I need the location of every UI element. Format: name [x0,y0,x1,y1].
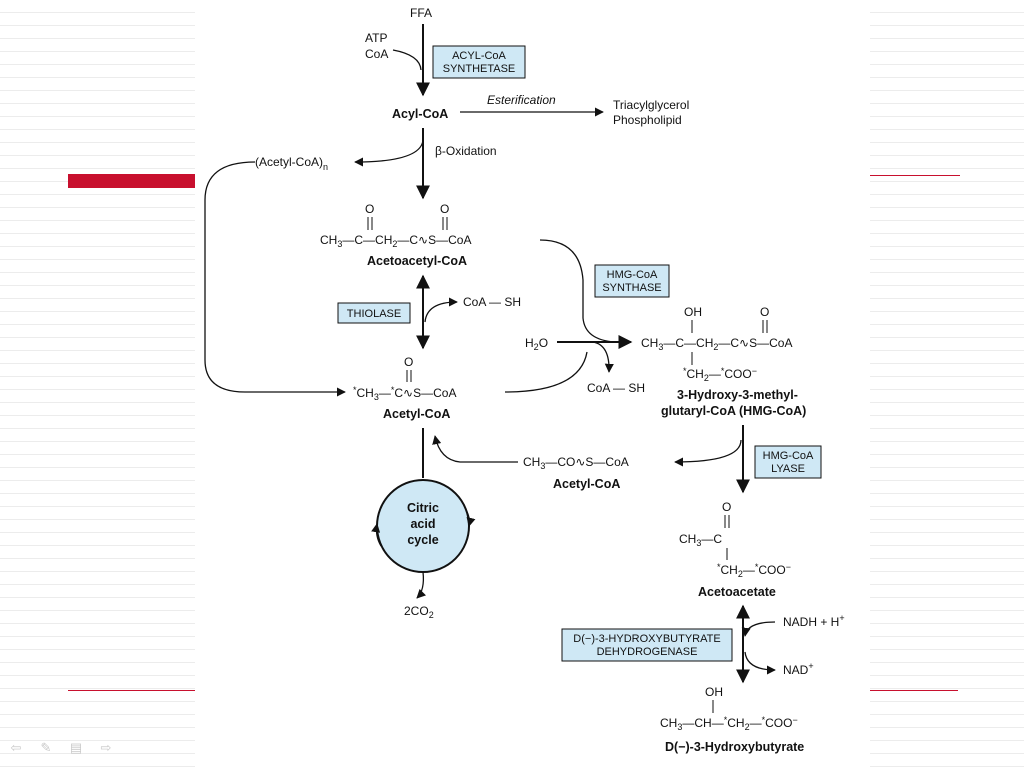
svg-text:O: O [722,500,731,514]
menu-icon[interactable]: ▤ [69,740,83,755]
coa-sh-1-label: CoA — SH [463,295,521,309]
co2-arrow [416,571,427,599]
prev-slide-icon[interactable]: ⇦ [10,740,22,755]
ffa-label: FFA [410,6,432,20]
acetoacetate-label: Acetoacetate [698,585,776,599]
svg-text:OH: OH [705,685,723,699]
ketogenesis-figure: FFA ATP CoA ACYL-CoA SYNTHETASE Acyl-CoA… [195,0,870,768]
acetoacetyl-to-hmg-curve [539,239,616,343]
acetoacetyl-coa-structure: O O CH3—C—CH2—C∿S—CoA [320,202,471,249]
hmg-coa-structure: OH O CH3—C—CH2—C∿S—CoA *CH2—*COO− [641,305,792,383]
enzyme-label: D(−)-3-HYDROXYBUTYRATE [573,633,720,645]
hydroxybutyrate-structure: OH CH3—CH—*CH2—*COO− [660,685,798,732]
svg-text:CH3—C—CH2—C∿S—CoA: CH3—C—CH2—C∿S—CoA [320,233,471,249]
hmg-coa-synthase-box: HMG-CoA SYNTHASE [594,264,670,298]
thiolase-box: THIOLASE [337,302,411,324]
svg-text:cycle: cycle [407,533,438,547]
acetyl-coa-2-structure: CH3—CO∿S—CoA [523,455,629,471]
coa-sh-2-label: CoA — SH [587,381,645,395]
enzyme-label: ACYL-CoA [452,50,506,62]
enzyme-label: THIOLASE [347,308,401,320]
phospholipid-label: Phospholipid [613,113,682,127]
coa-sh-release-arrow [424,297,458,323]
accent-line-right [870,175,960,176]
pathway-diagram: FFA ATP CoA ACYL-CoA SYNTHETASE Acyl-CoA… [204,6,845,754]
atp-coa-join [392,49,422,71]
coa-label: CoA [365,47,388,61]
svg-text:O: O [365,202,374,216]
left-background-stripes [0,0,195,768]
citric-acid-cycle: Citric acid cycle [376,479,470,573]
acetyl-coa-structure: O *CH3—*C∿S—CoA [353,355,456,402]
svg-text:O: O [760,305,769,319]
acyl-coa-synthetase-box: ACYL-CoA SYNTHETASE [432,45,526,79]
hmg-coa-lyase-box: HMG-CoA LYASE [754,445,822,479]
h2o-label: H2O [525,336,548,352]
svg-text:acid: acid [410,517,435,531]
nadh-label: NADH + H+ [783,613,845,629]
enzyme-label: SYNTHETASE [443,63,516,75]
esterification-label: Esterification [487,93,556,107]
return-to-acetyl-coa-arrow [432,435,518,463]
slide-nav: ⇦ ✎ ▤ ⇨ [8,740,114,756]
acetyl-coa-n-loop [204,161,346,397]
svg-text:CH3—CO∿S—CoA: CH3—CO∿S—CoA [523,455,629,471]
acyl-coa-label: Acyl-CoA [392,107,448,121]
acetyl-coa-release-arrow [674,439,742,467]
nad-label: NAD+ [783,661,814,677]
coa-sh-2-arrow [592,341,614,373]
enzyme-label: LYASE [771,463,805,475]
enzyme-label: HMG-CoA [607,269,658,281]
acetoacetyl-coa-label: Acetoacetyl-CoA [367,254,467,268]
enzyme-label: HMG-CoA [763,450,814,462]
co2-label: 2CO2 [404,604,434,620]
next-slide-icon[interactable]: ⇨ [100,740,112,755]
hydroxybutyrate-label: D(−)-3-Hydroxybutyrate [665,740,804,754]
svg-text:*CH2—*COO−: *CH2—*COO− [683,366,757,383]
svg-text:CH3—C—CH2—C∿S—CoA: CH3—C—CH2—C∿S—CoA [641,336,792,352]
right-background-stripes [870,0,1024,768]
svg-text:CH3—C: CH3—C [679,532,722,548]
accent-line-bottom-right [870,690,958,691]
svg-text:O: O [440,202,449,216]
accent-line-bottom-left [68,690,195,691]
enzyme-label: DEHYDROGENASE [597,646,698,658]
svg-text:OH: OH [684,305,702,319]
svg-text:*CH3—*C∿S—CoA: *CH3—*C∿S—CoA [353,385,456,402]
acetoacetate-structure: O CH3—C *CH2—*COO− [679,500,791,579]
acetyl-coa-2-label: Acetyl-CoA [553,477,620,491]
acetyl-to-hmg-curve [504,351,588,393]
enzyme-label: SYNTHASE [602,282,661,294]
acetyl-coa-n-arrow [354,139,424,167]
svg-text:*CH2—*COO−: *CH2—*COO− [717,562,791,579]
hydroxybutyrate-dehydrogenase-box: D(−)-3-HYDROXYBUTYRATE DEHYDROGENASE [561,628,733,662]
svg-text:Citric: Citric [407,501,439,515]
hmg-coa-line1-label: 3-Hydroxy-3-methyl- [677,388,798,402]
acetyl-coa-label: Acetyl-CoA [383,407,450,421]
svg-text:O: O [404,355,413,369]
triacylglycerol-label: Triacylglycerol [613,98,689,112]
cycle-arrow-right [464,507,476,527]
hmg-coa-line2-label: glutaryl-CoA (HMG-CoA) [661,404,806,418]
pen-icon[interactable]: ✎ [40,740,52,755]
title-accent-bar [68,174,195,188]
beta-oxidation-label: β-Oxidation [435,144,497,158]
nad-arrow [744,651,776,675]
cycle-arrow-left [371,523,382,547]
nadh-arrow [741,621,776,637]
acetyl-coa-n-label: (Acetyl-CoA)n [255,155,328,172]
svg-text:CH3—CH—*CH2—*COO−: CH3—CH—*CH2—*COO− [660,715,798,732]
atp-label: ATP [365,31,387,45]
